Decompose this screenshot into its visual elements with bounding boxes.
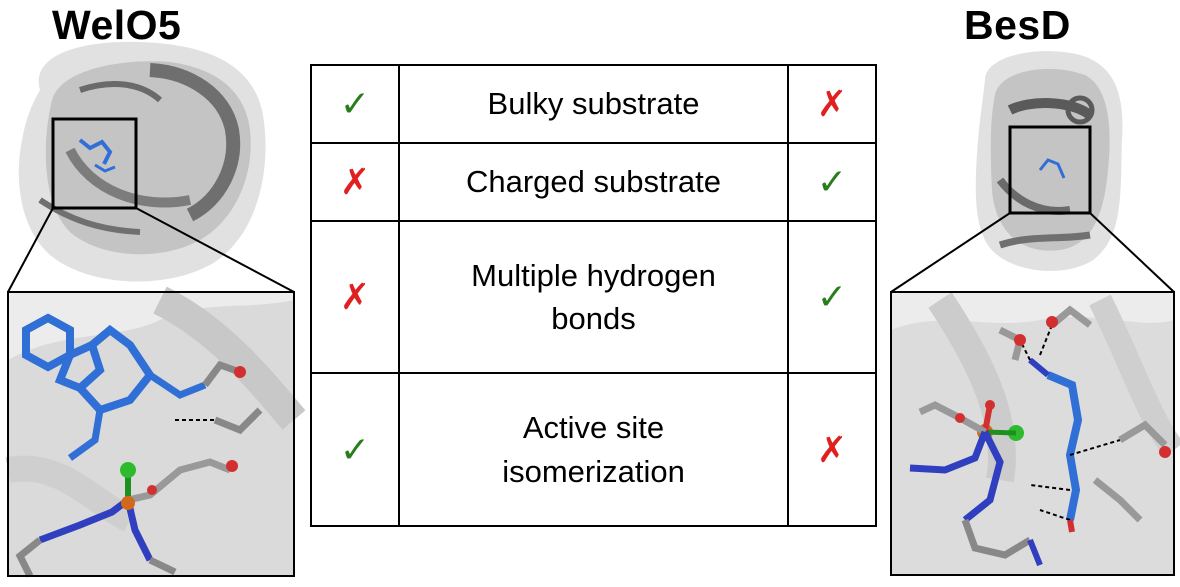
besd-protein-overview [890, 51, 1175, 293]
comparison-row: ✓ Active site isomerization ✗ [310, 372, 877, 527]
comparison-table: ✓Bulky substrate✗✗Charged substrate✓✗Mul… [310, 64, 877, 527]
besd-zoom-box [1008, 125, 1092, 215]
besd-cross-icon: ✗ [787, 64, 877, 144]
besd-cross-icon: ✗ [787, 372, 877, 527]
property-label-line: Charged substrate [465, 164, 722, 200]
property-label-line: Bulky substrate [487, 86, 700, 122]
comparison-row: ✓ Bulky substrate ✗ [310, 64, 877, 144]
property-label-line: Active site [522, 410, 665, 446]
property-label-line: bonds [551, 301, 636, 337]
welo5-title: WelO5 [52, 2, 182, 48]
besd-check-icon: ✓ [787, 141, 877, 222]
property-label: Charged substrate [398, 141, 789, 222]
property-label: Multiple hydrogen bonds [398, 219, 789, 375]
besd-active-site-panel [890, 291, 1180, 576]
welo5-active-site-panel [5, 286, 306, 578]
comparison-row: ✗ Charged substrate ✓ [310, 141, 877, 222]
welo5-check-icon: ✓ [310, 64, 400, 144]
welo5-zoom-box [51, 117, 138, 210]
property-label: Active site isomerization [398, 372, 789, 527]
property-label-line: Multiple hydrogen [471, 257, 716, 293]
welo5-check-icon: ✓ [310, 372, 400, 527]
comparison-row: ✗ Multiple hydrogen bonds ✓ [310, 219, 877, 375]
welo5-protein-overview [7, 41, 295, 293]
property-label-line: isomerization [502, 453, 685, 489]
besd-check-icon: ✓ [787, 219, 877, 375]
besd-title: BesD [964, 2, 1071, 48]
welo5-cross-icon: ✗ [310, 141, 400, 222]
welo5-cross-icon: ✗ [310, 219, 400, 375]
property-label: Bulky substrate [398, 64, 789, 144]
